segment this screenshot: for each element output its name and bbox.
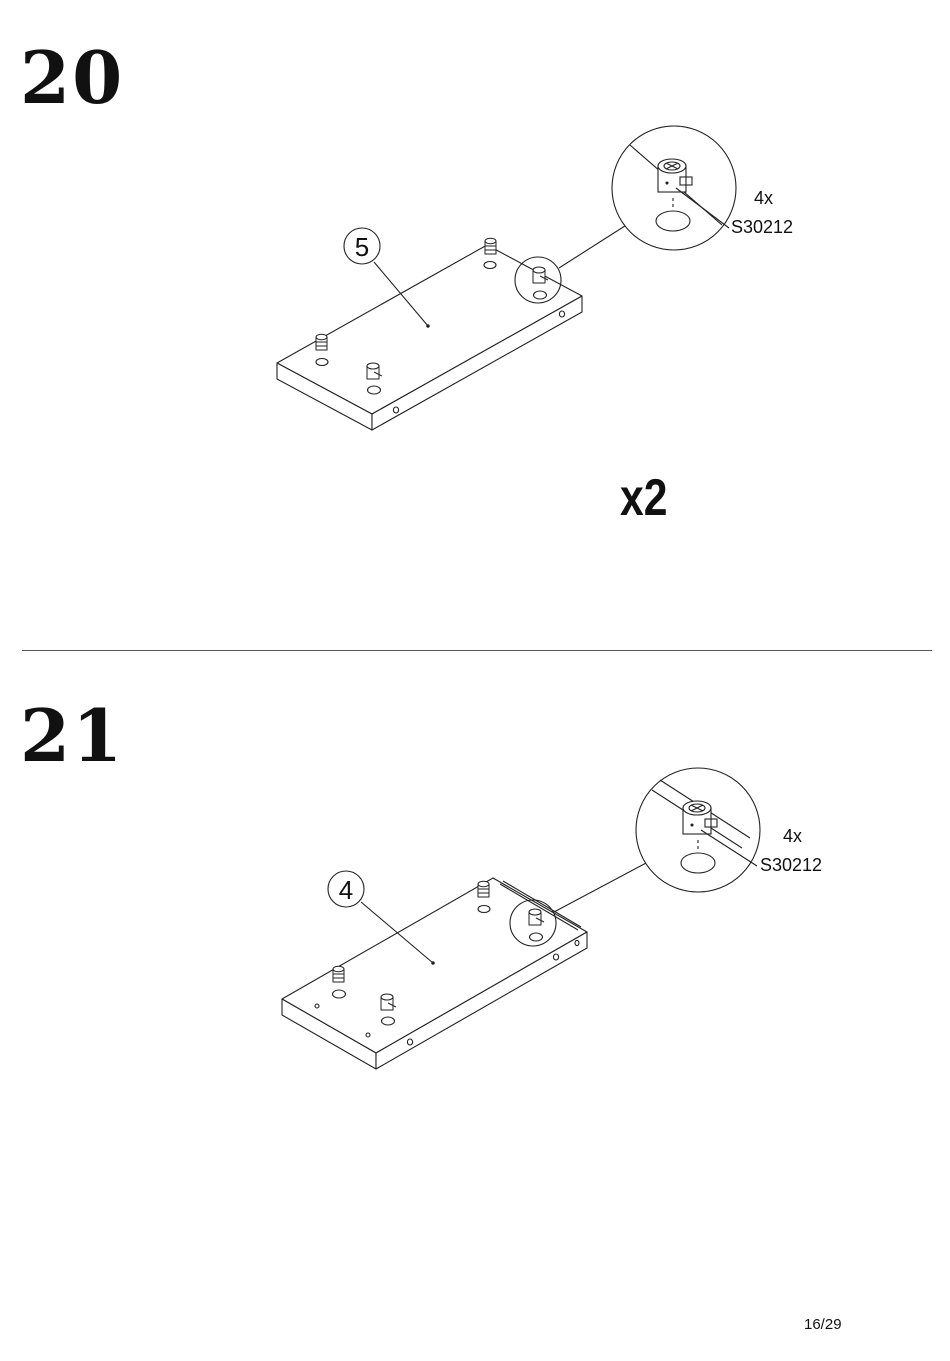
cam-lock-icon: [485, 238, 496, 254]
hardware-code-20: S30212: [731, 217, 793, 237]
page-number: 16/29: [804, 1316, 842, 1333]
cam-lock-icon: [333, 966, 344, 982]
hardware-detail-magnifier: [612, 126, 736, 250]
step-21-illustration: 4 4x S30212: [0, 650, 950, 1361]
cam-lock-icon: [478, 881, 489, 897]
part-label-5: 5: [355, 232, 369, 262]
step-20-illustration: 5 4x S30212: [0, 0, 950, 650]
multiplier-x2: x2: [620, 468, 667, 528]
part-label-4: 4: [339, 875, 353, 905]
cam-lock-icon: [316, 334, 327, 350]
hardware-detail-magnifier: [636, 768, 760, 892]
hardware-code-21: S30212: [760, 855, 822, 875]
hardware-quantity-20: 4x: [754, 188, 773, 208]
hardware-quantity-21: 4x: [783, 826, 802, 846]
